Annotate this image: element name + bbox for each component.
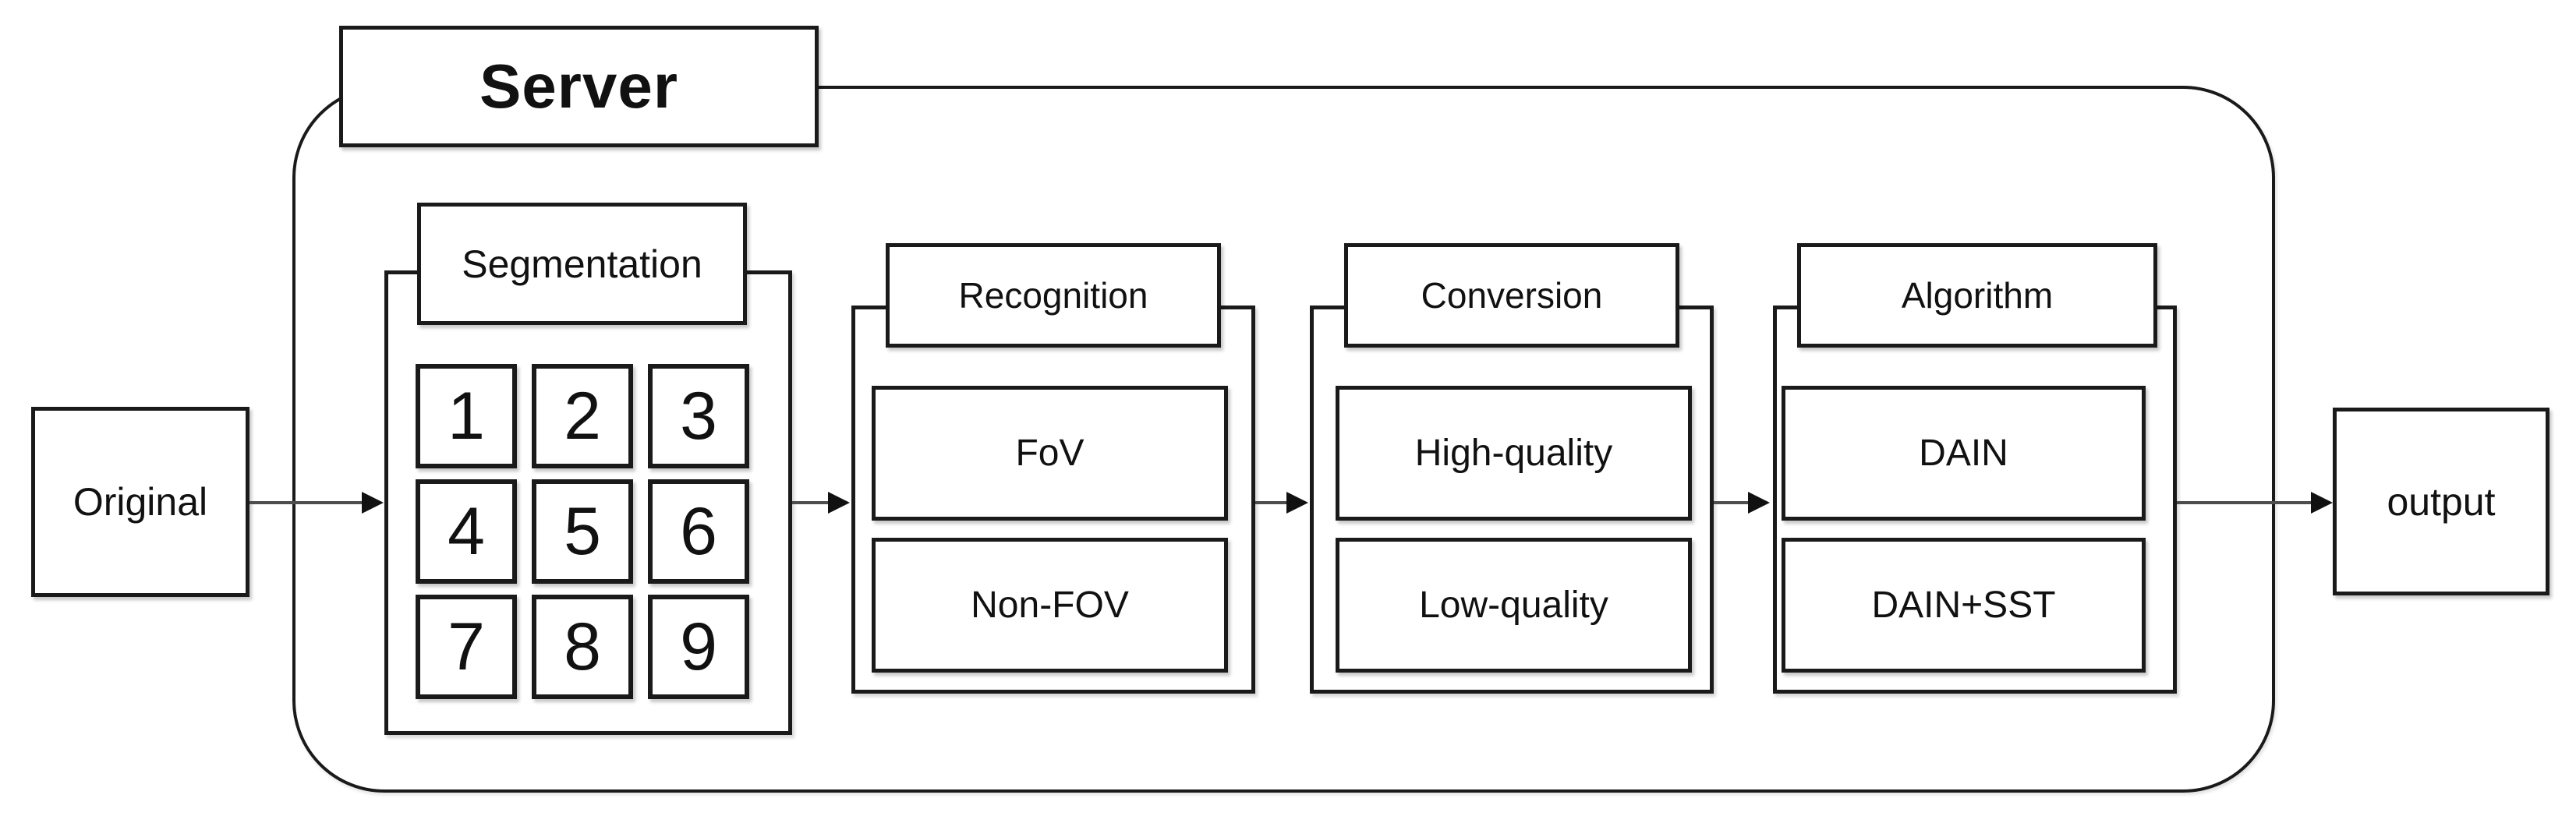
flow-arrow-conversion-to-algorithm bbox=[1714, 501, 1750, 504]
flow-arrow-recognition-to-conversion bbox=[1255, 501, 1288, 504]
arrowhead-icon bbox=[1748, 492, 1770, 514]
segment-tile-2: 2 bbox=[532, 364, 633, 468]
flow-arrow-segmentation-to-recognition bbox=[792, 501, 830, 504]
arrowhead-icon bbox=[362, 492, 384, 514]
recognition-option-fov: FoV bbox=[872, 386, 1228, 521]
segment-tile-1: 1 bbox=[416, 364, 517, 468]
algorithm-option-dain: DAIN bbox=[1782, 386, 2146, 521]
conversion-label: Conversion bbox=[1344, 243, 1679, 348]
server-boundary bbox=[292, 86, 2275, 793]
segment-tile-3: 3 bbox=[648, 364, 749, 468]
arrowhead-icon bbox=[828, 492, 850, 514]
segment-tile-9: 9 bbox=[648, 595, 749, 699]
algorithm-label: Algorithm bbox=[1797, 243, 2157, 348]
segment-tile-7: 7 bbox=[416, 595, 517, 699]
conversion-option-low-quality: Low-quality bbox=[1336, 538, 1692, 673]
segment-tile-4: 4 bbox=[416, 479, 517, 584]
algorithm-option-dain-sst: DAIN+SST bbox=[1782, 538, 2146, 673]
recognition-label: Recognition bbox=[886, 243, 1221, 348]
flow-arrow-algorithm-to-output bbox=[2177, 501, 2311, 504]
conversion-option-high-quality: High-quality bbox=[1336, 386, 1692, 521]
arrowhead-icon bbox=[1286, 492, 1308, 514]
input-node-original: Original bbox=[31, 407, 249, 597]
recognition-option-non-fov: Non-FOV bbox=[872, 538, 1228, 673]
segmentation-tile-grid: 1 2 3 4 5 6 7 8 9 bbox=[416, 364, 749, 699]
output-node: output bbox=[2333, 408, 2549, 595]
segment-tile-8: 8 bbox=[532, 595, 633, 699]
segment-tile-5: 5 bbox=[532, 479, 633, 584]
segment-tile-6: 6 bbox=[648, 479, 749, 584]
arrowhead-icon bbox=[2311, 492, 2333, 514]
flow-arrow-original-to-segmentation bbox=[249, 501, 363, 504]
server-title-box: Server bbox=[339, 26, 819, 147]
segmentation-label: Segmentation bbox=[417, 203, 747, 325]
